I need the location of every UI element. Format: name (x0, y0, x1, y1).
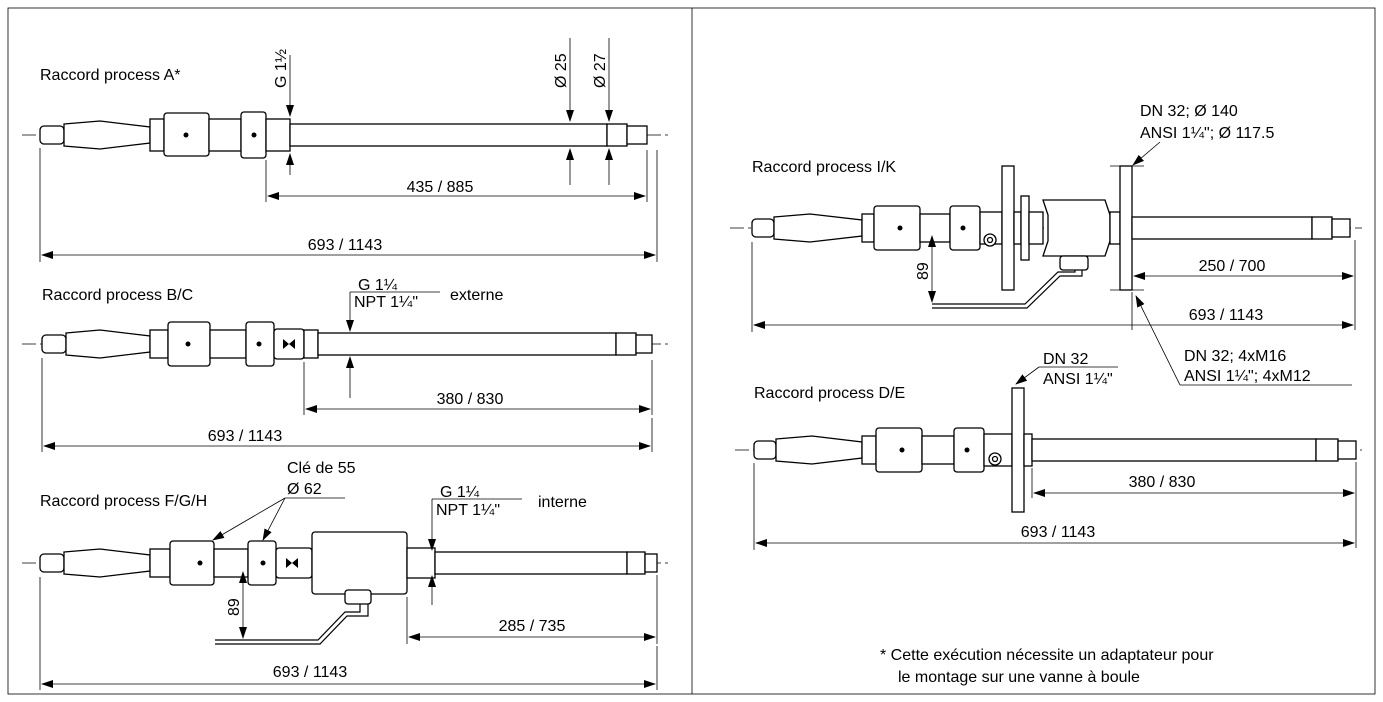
view-ik-len-short: 250 / 700 (1199, 258, 1266, 275)
view-fgh-thread2: NPT 1¼" (436, 502, 500, 519)
view-de-len-short: 380 / 830 (1129, 474, 1196, 491)
view-bc: Raccord process B/C G 1¼ NPT 1¼" externe… (22, 277, 668, 452)
view-a-dia2: Ø 27 (592, 53, 609, 88)
view-ik-bolts1: DN 32; 4xM16 (1184, 348, 1286, 365)
view-a-thread: G 1½ (273, 49, 290, 88)
view-bc-title: Raccord process B/C (42, 287, 193, 304)
view-de-flange2: ANSI 1¼" (1043, 371, 1113, 388)
view-bc-len-total: 693 / 1143 (208, 428, 283, 445)
view-a-title: Raccord process A* (40, 67, 181, 84)
view-fgh-len-short: 285 / 735 (499, 618, 566, 635)
view-bc-thread-type: externe (450, 287, 503, 304)
footnote-line2: le montage sur une vanne à boule (898, 669, 1140, 686)
view-de: Raccord process D/E DN 32 ANSI 1¼" 380 /… (735, 351, 1362, 550)
view-fgh: Raccord process F/G/H Clé de 55 Ø 62 89 … (22, 460, 668, 690)
view-ik-flange2: ANSI 1¼"; Ø 117.5 (1140, 125, 1274, 142)
view-de-flange1: DN 32 (1043, 351, 1088, 368)
view-ik-flange1: DN 32; Ø 140 (1140, 103, 1238, 120)
view-a-len-total: 693 / 1143 (308, 237, 383, 254)
view-bc-thread2: NPT 1¼" (354, 294, 418, 311)
view-fgh-thread1: G 1¼ (440, 484, 480, 501)
view-ik-len-total: 693 / 1143 (1189, 307, 1264, 324)
view-ik-bolts2: ANSI 1¼"; 4xM12 (1184, 368, 1311, 385)
view-ik-title: Raccord process I/K (752, 159, 896, 176)
view-fgh-thread-type: interne (538, 494, 587, 511)
view-bc-len-short: 380 / 830 (437, 391, 504, 408)
view-de-title: Raccord process D/E (754, 385, 905, 402)
view-de-len-total: 693 / 1143 (1021, 524, 1096, 541)
drawing-frame (7, 7, 1376, 695)
view-ik: Raccord process I/K DN 32; Ø 140 ANSI 1¼… (730, 103, 1362, 386)
view-a: Raccord process A* G 1½ Ø 25 Ø 27 435 / … (22, 38, 668, 262)
footnote-line1: * Cette exécution nécessite un adaptateu… (880, 647, 1214, 664)
view-fgh-len-total: 693 / 1143 (273, 664, 348, 681)
view-a-len-short: 435 / 885 (407, 179, 474, 196)
view-fgh-wrench: Clé de 55 (287, 460, 356, 477)
view-ik-height: 89 (915, 262, 932, 280)
view-a-dia1: Ø 25 (553, 53, 570, 88)
view-fgh-dia: Ø 62 (287, 481, 322, 498)
view-fgh-title: Raccord process F/G/H (40, 493, 207, 510)
view-fgh-height: 89 (226, 598, 243, 616)
view-bc-thread1: G 1¼ (358, 277, 398, 294)
